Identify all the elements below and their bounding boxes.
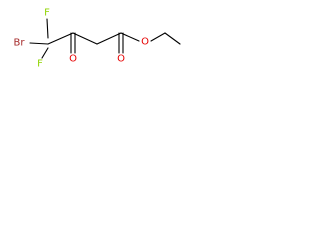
bond-f-lower-c4 xyxy=(41,47,49,59)
atom-o-carbonyl: O xyxy=(117,54,125,65)
bond-ketone-double xyxy=(70,32,76,54)
bond-c1-o-ester xyxy=(120,32,140,42)
ethyl-bromodifluoroacetoacetate-structure: Br F F O O O xyxy=(14,8,181,70)
atom-o-ketone: O xyxy=(69,54,77,65)
bond-ch2-ch3 xyxy=(164,32,181,45)
bond-skeleton xyxy=(29,18,181,59)
bond-br-c4 xyxy=(29,42,49,45)
bond-o-ester-ch2 xyxy=(150,32,166,42)
bond-carbonyl-double xyxy=(118,32,124,54)
bond-f-upper-c4 xyxy=(46,18,49,39)
bond-c3-c2 xyxy=(72,32,98,45)
bond-c2-c1 xyxy=(96,32,122,45)
bond-c4-c3 xyxy=(47,32,74,45)
atom-f-upper: F xyxy=(44,8,50,19)
atom-o-ester: O xyxy=(141,37,149,48)
atom-f-lower: F xyxy=(37,59,43,70)
atom-br: Br xyxy=(14,38,26,49)
